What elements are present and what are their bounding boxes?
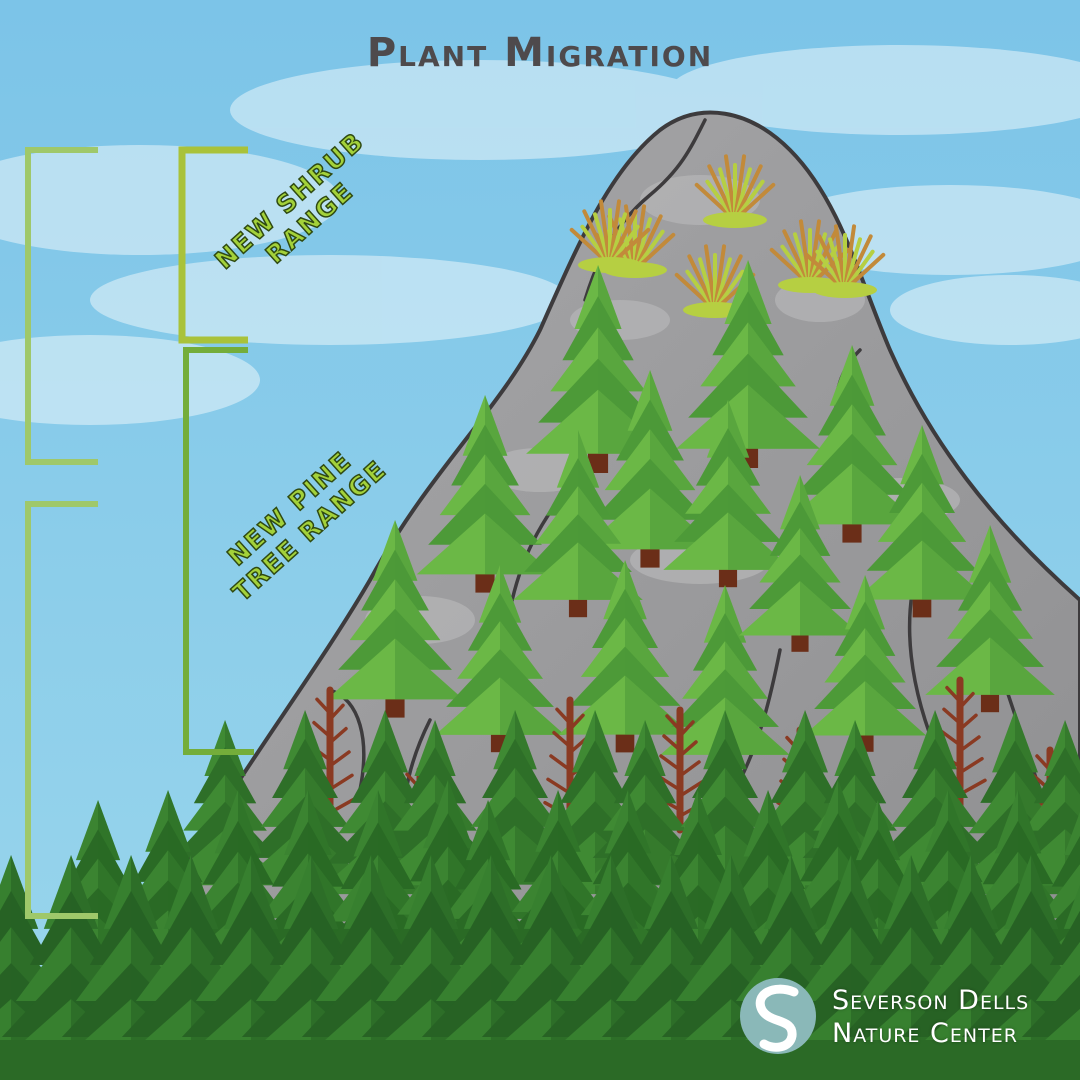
bracket-original-range <box>25 147 98 919</box>
shrub <box>569 199 651 273</box>
pine-tree <box>326 520 464 718</box>
pine-tree <box>513 430 643 618</box>
forest-floor <box>0 1040 1080 1080</box>
pine-tree <box>738 475 862 652</box>
shrub <box>694 154 776 228</box>
clouds <box>0 45 1080 425</box>
pine-tree <box>663 400 793 588</box>
shrub <box>804 224 886 298</box>
bracket-pine-range <box>183 347 254 755</box>
brand-line-2: Nature Center <box>832 1018 1018 1049</box>
forest-foreground <box>0 710 1080 1080</box>
brand-name: Severson Dells Nature Center <box>832 984 1029 1050</box>
brand-block: Severson Dells Nature Center <box>740 978 1070 1058</box>
bracket-shrub-range <box>178 146 248 344</box>
pine-tree <box>855 425 989 618</box>
pine-tree <box>435 565 565 753</box>
pine-tree <box>803 575 927 752</box>
brand-line-1: Severson Dells <box>832 985 1030 1016</box>
pine-tree <box>581 370 719 568</box>
pine-tree <box>783 345 921 543</box>
pine-tree <box>676 260 820 468</box>
page-title: Plant Migration <box>366 30 714 76</box>
severson-dells-logo-icon <box>740 978 816 1054</box>
